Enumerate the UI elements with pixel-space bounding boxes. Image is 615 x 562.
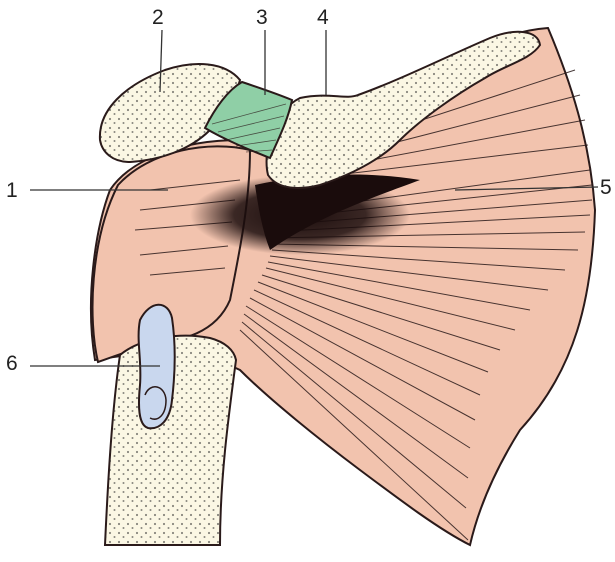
label-2: 2	[152, 7, 164, 28]
label-5: 5	[600, 177, 612, 198]
label-4: 4	[317, 7, 329, 28]
label-3: 3	[256, 7, 268, 28]
label-6: 6	[6, 353, 18, 374]
label-1: 1	[6, 180, 18, 201]
